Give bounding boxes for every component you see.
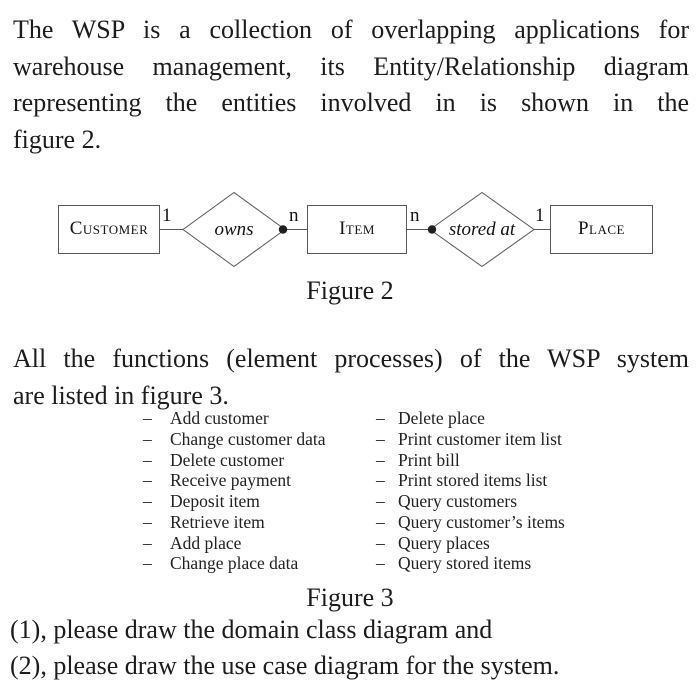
list-item: –Deposit item xyxy=(143,491,326,512)
list-item-label: Add place xyxy=(170,532,242,553)
list-item: –Query customers xyxy=(376,491,565,512)
list-item-label: Print bill xyxy=(398,449,460,470)
dash-bullet: – xyxy=(143,407,152,428)
list-item-label: Deposit item xyxy=(170,491,260,512)
item-entity-label: Item xyxy=(339,218,375,239)
figure3-left-column: –Add customer –Change customer data –Del… xyxy=(143,408,326,574)
list-item: –Add place xyxy=(143,533,326,554)
list-item: –Query places xyxy=(376,533,565,554)
dash-bullet: – xyxy=(376,470,385,491)
customer-entity-label: Customer xyxy=(69,218,149,239)
list-item-label: Print stored items list xyxy=(398,470,548,491)
dash-bullet: – xyxy=(143,511,152,532)
owns-relationship-label: owns xyxy=(214,218,254,240)
cardinality-stored-place: 1 xyxy=(535,205,545,226)
list-item-label: Delete customer xyxy=(170,449,285,470)
list-item: –Retrieve item xyxy=(143,512,326,533)
cardinality-customer-owns: 1 xyxy=(162,205,172,226)
many-side-dot-owns xyxy=(278,225,288,234)
list-item: –Delete place xyxy=(376,408,565,429)
list-item-label: Change customer data xyxy=(170,428,326,449)
paragraph-line: are listed in figure 3. xyxy=(13,380,229,410)
dash-bullet: – xyxy=(143,470,152,491)
list-item-label: Query places xyxy=(398,532,490,553)
list-item-label: Print customer item list xyxy=(398,428,562,449)
cardinality-item-stored: n xyxy=(410,205,420,226)
list-item: –Add customer xyxy=(143,408,326,429)
paragraph-line: warehouse management, its Entity/Relatio… xyxy=(13,51,689,81)
list-item-label: Query stored items xyxy=(398,553,532,574)
list-item-label: Query customers xyxy=(398,491,518,512)
dash-bullet: – xyxy=(376,428,385,449)
paragraph-line: figure 2. xyxy=(13,124,102,154)
list-item: –Change customer data xyxy=(143,429,326,450)
dash-bullet: – xyxy=(376,532,385,553)
functions-paragraph: All the functions (element processes) of… xyxy=(13,341,689,414)
figure2-caption: Figure 2 xyxy=(306,276,394,305)
paragraph-line: The WSP is a collection of overlapping a… xyxy=(13,15,689,44)
list-item-label: Change place data xyxy=(170,553,299,574)
list-item: –Print stored items list xyxy=(376,470,565,491)
list-item: –Query stored items xyxy=(376,553,565,575)
list-item-label: Receive payment xyxy=(170,470,291,491)
figure3-right-column: –Delete place –Print customer item list … xyxy=(376,408,565,574)
paragraph-line: All the functions (element processes) of… xyxy=(13,344,689,373)
dash-bullet: – xyxy=(376,511,385,532)
er-diagram-shapes xyxy=(58,191,653,268)
dash-bullet: – xyxy=(376,449,385,470)
list-item: –Receive payment xyxy=(143,470,326,491)
intro-paragraph: The WSP is a collection of overlapping a… xyxy=(13,12,689,158)
task-line-1: (1), please draw the domain class diagra… xyxy=(10,615,493,644)
dash-bullet: – xyxy=(143,449,152,470)
list-item-label: Query customer’s items xyxy=(398,511,565,532)
list-item-label: Retrieve item xyxy=(170,511,265,532)
er-diagram: Customer owns Item stored at Place 1 n n… xyxy=(0,188,700,283)
list-item: –Print bill xyxy=(376,450,565,471)
dash-bullet: – xyxy=(376,407,385,428)
dash-bullet: – xyxy=(143,428,152,449)
dash-bullet: – xyxy=(143,491,152,512)
list-item: –Query customer’s items xyxy=(376,512,565,533)
dash-bullet: – xyxy=(376,553,385,574)
place-entity-label: Place xyxy=(577,218,625,239)
list-item-label: Delete place xyxy=(398,407,485,428)
figure3-caption: Figure 3 xyxy=(306,583,394,612)
paragraph-line: representing the entities involved in is… xyxy=(13,88,689,117)
dash-bullet: – xyxy=(143,553,152,574)
list-item: –Change place data xyxy=(143,553,326,575)
dash-bullet: – xyxy=(143,532,152,553)
many-side-dot-stored-at xyxy=(427,225,437,234)
stored-at-relationship-label: stored at xyxy=(448,218,516,240)
task-instructions: (1), please draw the domain class diagra… xyxy=(10,612,698,683)
cardinality-owns-item: n xyxy=(289,205,299,226)
list-item-label: Add customer xyxy=(170,407,269,428)
task-line-2: (2), please draw the use case diagram fo… xyxy=(10,650,560,680)
list-item: –Delete customer xyxy=(143,450,326,471)
list-item: –Print customer item list xyxy=(376,429,565,450)
dash-bullet: – xyxy=(376,491,385,512)
